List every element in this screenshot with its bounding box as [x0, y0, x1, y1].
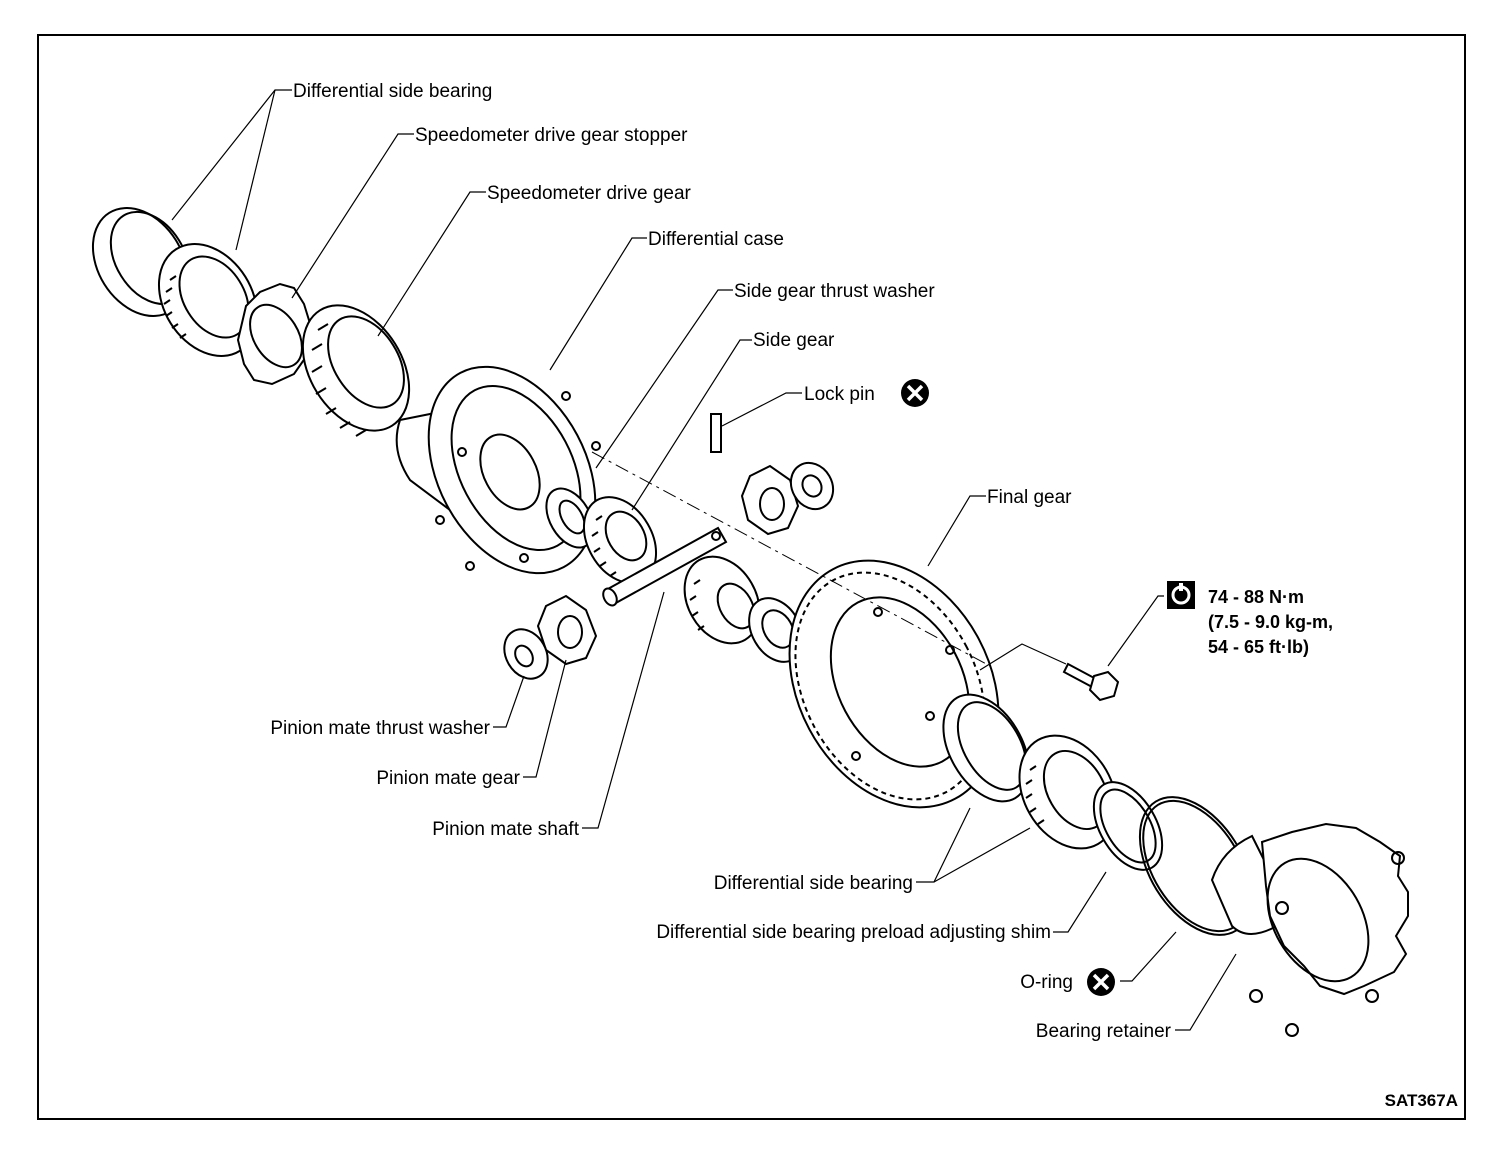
pinion-mate-gear-part-right	[740, 464, 800, 536]
label-lock-pin: Lock pin	[804, 384, 875, 405]
pinion-mate-thrust-washer-part-right	[789, 461, 835, 511]
figure-code: SAT367A	[1385, 1091, 1458, 1110]
label-side-gear-thrust-washer: Side gear thrust washer	[734, 281, 935, 302]
torque-wrench-icon	[1167, 581, 1195, 609]
label-speedometer-drive-gear: Speedometer drive gear	[487, 183, 692, 204]
leader-lines	[171, 89, 1237, 1031]
lock-pin-part	[710, 413, 722, 453]
label-final-gear: Final gear	[987, 487, 1072, 508]
diagram-frame	[37, 34, 1466, 1120]
label-differential-case: Differential case	[648, 229, 784, 250]
final-gear-bolt-part	[1062, 662, 1120, 702]
bearing-retainer-part	[1210, 822, 1409, 1037]
label-o-ring: O-ring	[1020, 972, 1073, 993]
pinion-mate-thrust-washer-part-left	[503, 628, 549, 680]
pinion-mate-shaft-part	[602, 526, 728, 607]
torque-spec-line-1: 74 - 88 N·m	[1208, 587, 1304, 607]
replace-x-icon	[901, 379, 929, 407]
diff-side-bearing-race-bottom	[942, 693, 1030, 803]
replace-x-icon	[1087, 968, 1115, 996]
side-gear-part-lower	[683, 555, 761, 645]
label-bearing-retainer: Bearing retainer	[1036, 1021, 1172, 1042]
side-gear-thrust-washer-part-upper	[545, 487, 595, 549]
label-side-gear: Side gear	[753, 330, 835, 351]
preload-shim-part	[1092, 781, 1164, 871]
torque-spec-line-3: 54 - 65 ft·lb)	[1208, 637, 1309, 657]
label-pinion-mate-thrust-washer: Pinion mate thrust washer	[270, 718, 490, 739]
label-pinion-mate-shaft: Pinion mate shaft	[432, 819, 580, 840]
label-pinion-mate-gear: Pinion mate gear	[376, 768, 520, 789]
speedo-drive-gear-part	[301, 304, 411, 437]
label-speedometer-drive-gear-stopper: Speedometer drive gear stopper	[415, 125, 688, 146]
diff-side-bearing-cone-top	[157, 243, 259, 357]
assembly-axis-line	[591, 451, 991, 667]
label-differential-side-bearing-top: Differential side bearing	[293, 81, 492, 102]
label-preload-adjusting-shim: Differential side bearing preload adjust…	[656, 922, 1051, 943]
differential-case-part	[395, 365, 601, 575]
torque-spec-line-2: (7.5 - 9.0 kg-m,	[1208, 612, 1333, 632]
pinion-mate-gear-part-left	[536, 594, 598, 666]
label-differential-side-bearing-bottom: Differential side bearing	[714, 873, 913, 894]
